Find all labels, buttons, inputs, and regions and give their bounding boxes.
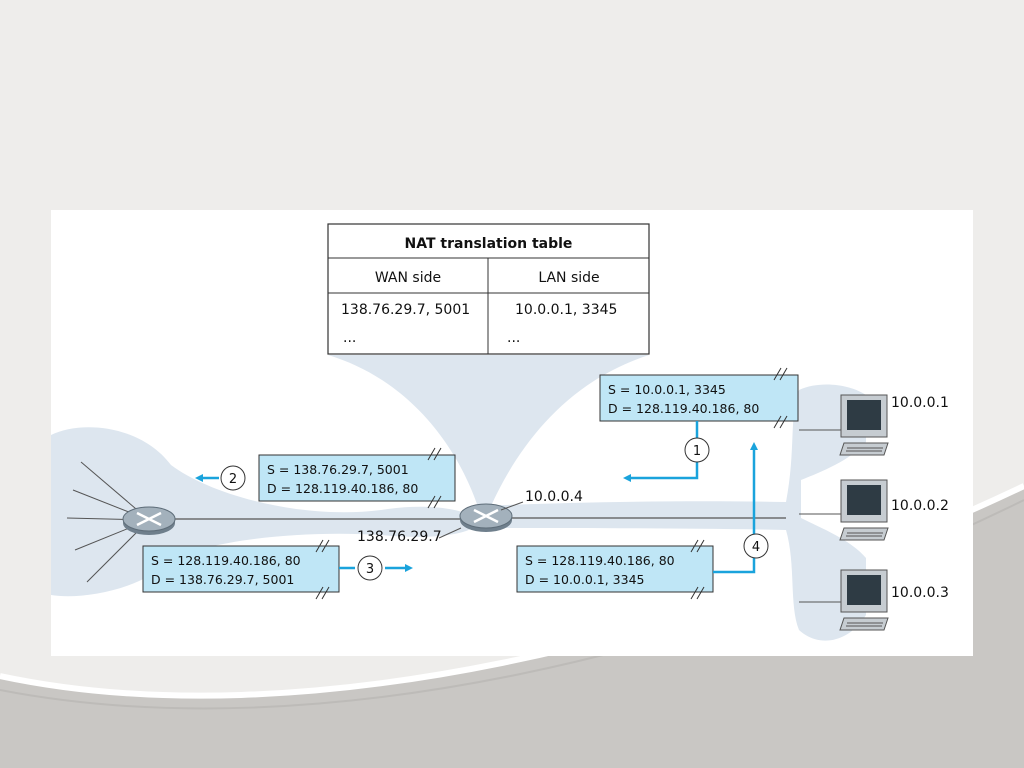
desktop-computer-icon: [839, 394, 889, 456]
host2-ip-label: 10.0.0.2: [891, 498, 949, 514]
packet-4: S = 128.119.40.186, 80 D = 10.0.0.1, 334…: [516, 539, 714, 600]
nat-router-icon: [459, 503, 513, 532]
router-icon: [122, 506, 176, 535]
router-wan-ip-label: 138.76.29.7: [357, 529, 442, 545]
table-cell: ...: [343, 330, 356, 346]
packet-2-source: S = 138.76.29.7, 5001: [267, 462, 409, 477]
table-header-wan: WAN side: [375, 270, 441, 286]
desktop-computer-icon: [839, 569, 889, 631]
packet-2: S = 138.76.29.7, 5001 D = 128.119.40.186…: [258, 447, 456, 509]
step-4-label: 4: [752, 540, 760, 555]
step-2-marker: 2: [220, 465, 246, 491]
packet-1: S = 10.0.0.1, 3345 D = 128.119.40.186, 8…: [599, 367, 799, 429]
table-cell: ...: [507, 330, 520, 346]
host3-ip-label: 10.0.0.3: [891, 585, 949, 601]
step-4-marker: 4: [743, 533, 769, 559]
nat-figure: 10.0.0.1 10.0.0.2 10.0.0.3 10.0.0.4 138.…: [51, 210, 973, 656]
slide-swoosh: [0, 486, 1024, 768]
router-lan-ip-label: 10.0.0.4: [525, 489, 583, 505]
step-3-marker: 3: [357, 555, 383, 581]
packet-2-dest: D = 128.119.40.186, 80: [267, 481, 418, 496]
packet-4-arrow: [713, 442, 758, 574]
packet-4-source: S = 128.119.40.186, 80: [525, 553, 675, 568]
table-cell: 10.0.0.1, 3345: [515, 302, 617, 318]
packet-3: S = 128.119.40.186, 80 D = 138.76.29.7, …: [142, 539, 340, 600]
step-2-label: 2: [229, 472, 237, 487]
nat-spotlight: [328, 355, 649, 516]
nat-translation-table: NAT translation table WAN side LAN side …: [327, 223, 650, 355]
table-cell: 138.76.29.7, 5001: [341, 302, 470, 318]
lan-cloud: [481, 384, 866, 641]
table-title: NAT translation table: [405, 236, 573, 252]
step-1-marker: 1: [684, 437, 710, 463]
packet-3-source: S = 128.119.40.186, 80: [151, 553, 301, 568]
desktop-computer-icon: [839, 479, 889, 541]
step-1-label: 1: [693, 444, 701, 459]
packet-4-dest: D = 10.0.0.1, 3345: [525, 572, 645, 587]
table-header-lan: LAN side: [538, 270, 599, 286]
packet-1-source: S = 10.0.0.1, 3345: [608, 382, 726, 397]
packet-1-dest: D = 128.119.40.186, 80: [608, 401, 759, 416]
step-3-label: 3: [366, 562, 374, 577]
packet-3-dest: D = 138.76.29.7, 5001: [151, 572, 294, 587]
host1-ip-label: 10.0.0.1: [891, 395, 949, 411]
